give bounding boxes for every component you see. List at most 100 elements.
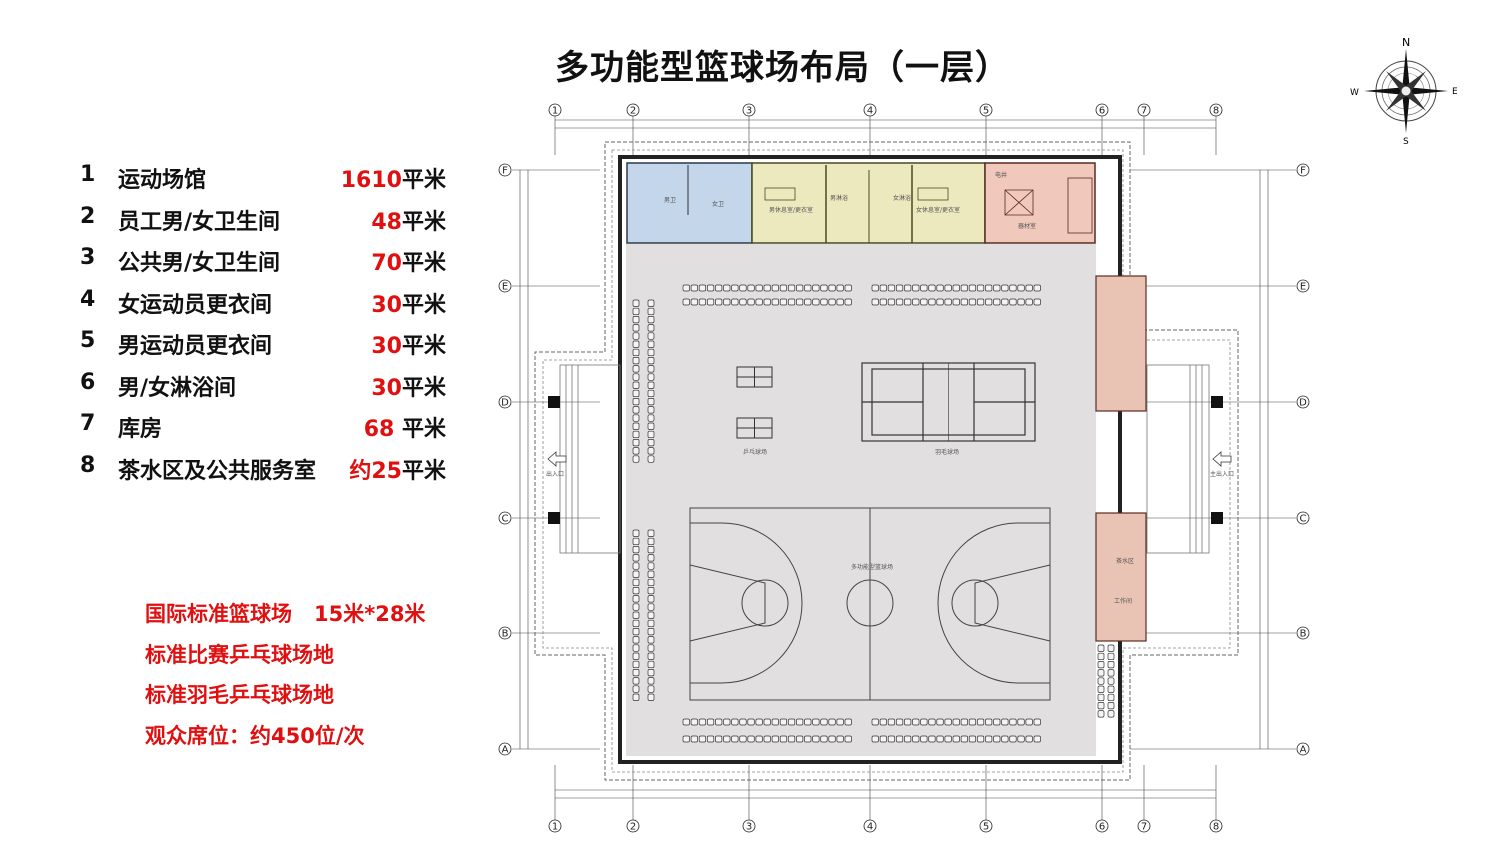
- seat: [647, 669, 655, 677]
- axis-label: 6: [1099, 822, 1105, 833]
- seat: [747, 735, 755, 743]
- item-name: 库房: [118, 417, 163, 442]
- seat: [787, 718, 796, 726]
- seat: [632, 348, 640, 357]
- seat: [944, 718, 952, 726]
- seat: [647, 587, 655, 595]
- item-value: 48: [371, 209, 402, 235]
- axis-label: 5: [983, 106, 989, 117]
- seat: [968, 718, 977, 726]
- pingpong-table: [736, 417, 773, 439]
- seat: [1001, 718, 1009, 726]
- seat: [787, 284, 796, 292]
- seat: [887, 298, 896, 306]
- note-pingpong: 标准比赛乒乓球场地: [145, 642, 334, 667]
- item-unit: 平米: [401, 209, 446, 235]
- seat: [985, 735, 993, 743]
- item-unit: 平米: [401, 458, 446, 484]
- seat: [944, 735, 952, 743]
- item-unit: 平米: [401, 251, 446, 276]
- seat: [632, 373, 640, 381]
- seat: [968, 298, 977, 306]
- seat: [920, 298, 928, 306]
- axis-bubble: [498, 742, 512, 756]
- seat: [647, 611, 655, 619]
- seat: [1033, 735, 1041, 743]
- seat: [944, 284, 952, 292]
- seat: [920, 735, 928, 743]
- seat: [1107, 669, 1115, 677]
- label-male-shower: 男淋浴: [830, 194, 848, 202]
- note-seats: 观众席位：约450位/次: [145, 723, 365, 748]
- seat: [820, 718, 828, 726]
- seat: [632, 562, 640, 570]
- axis-label: A: [1300, 745, 1307, 756]
- seat: [632, 693, 640, 701]
- seat: [706, 735, 715, 743]
- locker-bench: [917, 187, 949, 201]
- seat: [731, 718, 739, 726]
- seat: [632, 603, 640, 611]
- compass-e: E: [1452, 87, 1458, 97]
- label-equipment-room: 器材室: [1018, 222, 1036, 230]
- seat: [706, 298, 715, 306]
- seat: [887, 284, 896, 292]
- seat: [804, 718, 812, 726]
- seat: [1009, 298, 1017, 306]
- seat: [723, 718, 731, 726]
- seat: [771, 718, 779, 726]
- seat: [682, 298, 690, 306]
- seat: [952, 284, 960, 292]
- seat: [1097, 644, 1105, 652]
- seat: [706, 284, 715, 292]
- item-number: 5: [80, 328, 96, 353]
- seat: [647, 546, 655, 554]
- seat: [993, 298, 1001, 306]
- seat: [960, 735, 968, 743]
- seat: [1025, 718, 1033, 726]
- seat: [632, 652, 640, 660]
- seat: [1025, 735, 1033, 743]
- axis-label: D: [1299, 398, 1307, 409]
- axis-label: D: [501, 398, 509, 409]
- seat: [1107, 710, 1115, 718]
- seat: [836, 284, 844, 292]
- seat: [632, 660, 640, 669]
- seat: [747, 298, 755, 306]
- seat: [812, 298, 820, 306]
- seat: [796, 284, 804, 292]
- label-female-locker: 女休息室/更衣室: [916, 206, 960, 214]
- seat: [1009, 718, 1017, 726]
- seat: [879, 735, 887, 743]
- seat: [960, 284, 968, 292]
- seat: [682, 718, 690, 726]
- seat: [632, 570, 640, 578]
- axis-bubble: [1296, 395, 1310, 409]
- seat: [747, 718, 755, 726]
- axis-bubble: [1296, 626, 1310, 640]
- seat: [844, 298, 852, 306]
- seat: [771, 284, 779, 292]
- seat: [632, 422, 640, 430]
- main-entrance-arrow-icon: [1212, 451, 1232, 467]
- label-main-entrance: 主出入口: [1210, 470, 1234, 478]
- seat: [960, 718, 968, 726]
- seat: [1107, 685, 1115, 693]
- compass-n: N: [1402, 36, 1410, 49]
- axis-label: F: [1300, 166, 1306, 177]
- seat: [647, 422, 655, 430]
- seat: [647, 357, 655, 365]
- item-value: 68: [363, 417, 395, 442]
- seat: [895, 298, 904, 306]
- seat: [632, 677, 640, 685]
- seat: [1017, 718, 1025, 726]
- item-unit: 平米: [394, 417, 446, 442]
- seat: [632, 357, 640, 365]
- seat: [976, 735, 985, 743]
- axis-label: C: [502, 514, 509, 525]
- seat: [647, 406, 655, 414]
